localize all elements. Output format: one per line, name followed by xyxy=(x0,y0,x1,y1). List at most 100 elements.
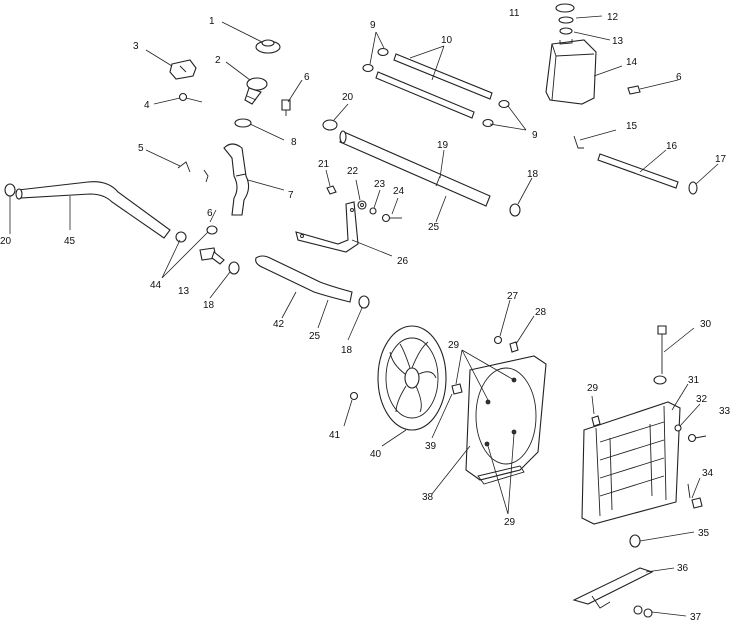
callout-20a: 20 xyxy=(342,92,354,103)
fitting-6-tank xyxy=(627,85,641,95)
callout-38: 38 xyxy=(422,492,434,503)
clamp-20-upper xyxy=(322,119,338,131)
fitting-15 xyxy=(573,135,584,149)
callout-15: 15 xyxy=(626,121,638,132)
callout-45: 45 xyxy=(64,236,76,247)
callout-2: 2 xyxy=(215,55,221,66)
callout-9a: 9 xyxy=(370,20,376,31)
washer-22 xyxy=(357,200,367,210)
callout-20b: 20 xyxy=(0,236,12,247)
callout-30: 30 xyxy=(700,319,712,330)
clamp-17 xyxy=(688,181,698,195)
callout-36: 36 xyxy=(677,563,689,574)
callout-14: 14 xyxy=(626,57,638,68)
callout-13a: 13 xyxy=(612,36,624,47)
callout-12: 12 xyxy=(607,12,619,23)
callout-22: 22 xyxy=(347,166,359,177)
fastener-29-radiator xyxy=(591,415,601,427)
callout-42: 42 xyxy=(273,319,285,330)
clamp-20-left xyxy=(4,183,16,197)
clamp-18-mid xyxy=(358,295,370,309)
callout-29b: 29 xyxy=(587,383,599,394)
callout-19: 19 xyxy=(437,140,449,151)
cooling-fan xyxy=(377,325,447,431)
radiator xyxy=(581,401,681,525)
callout-3: 3 xyxy=(133,41,139,52)
callout-28: 28 xyxy=(535,307,547,318)
callout-10: 10 xyxy=(441,35,453,46)
t-fitting-43 xyxy=(199,247,225,265)
callout-16: 16 xyxy=(666,141,678,152)
overflow-tube xyxy=(597,153,679,189)
callout-6a: 6 xyxy=(304,72,310,83)
callout-18c: 18 xyxy=(527,169,539,180)
callout-8: 8 xyxy=(291,137,297,148)
clamp-8 xyxy=(234,118,252,128)
coolant-reservoir xyxy=(545,39,597,105)
clamp-9-top xyxy=(362,47,389,73)
callout-27: 27 xyxy=(507,291,519,302)
washer-23 xyxy=(369,207,377,215)
bolt-33 xyxy=(687,433,707,443)
callout-25b: 25 xyxy=(309,331,321,342)
callout-32: 32 xyxy=(696,394,708,405)
nut-28 xyxy=(509,341,519,353)
callout-41: 41 xyxy=(329,430,341,441)
bolt-27 xyxy=(493,335,503,345)
callout-5: 5 xyxy=(138,143,144,154)
callout-29a: 29 xyxy=(448,340,460,351)
clamp-44 xyxy=(175,225,218,243)
fastener-39 xyxy=(451,383,463,395)
fittings-37 xyxy=(633,605,653,618)
callout-25a: 25 xyxy=(428,222,440,233)
filler-neck xyxy=(244,77,268,105)
callout-31: 31 xyxy=(688,375,700,386)
clamp-18-left xyxy=(228,261,240,275)
fasteners-34 xyxy=(687,483,703,509)
callout-40: 40 xyxy=(370,449,382,460)
lower-hose-45 xyxy=(15,181,171,239)
clip-5 xyxy=(177,161,191,173)
callout-23: 23 xyxy=(374,179,386,190)
callout-34: 34 xyxy=(702,468,714,479)
callout-37: 37 xyxy=(690,612,702,620)
radiator-guard xyxy=(572,567,654,609)
reservoir-cap xyxy=(555,3,575,35)
upper-radiator-hose xyxy=(339,130,491,207)
callout-labels: 1 2 3 4 5 6 6 6 7 8 9 9 10 11 12 13 13 1… xyxy=(0,8,731,620)
callout-18a: 18 xyxy=(203,300,215,311)
callout-6c: 6 xyxy=(676,72,682,83)
callout-24: 24 xyxy=(393,186,405,197)
lower-hose-42 xyxy=(255,255,353,303)
callout-13b: 13 xyxy=(178,286,190,297)
temp-sensor xyxy=(653,325,667,385)
callout-9b: 9 xyxy=(532,130,538,141)
leader-lines xyxy=(9,15,719,617)
bolt-41 xyxy=(349,391,359,401)
callout-35: 35 xyxy=(698,528,710,539)
fitting-6-upper xyxy=(281,99,291,116)
washer-32 xyxy=(674,424,682,432)
callout-4: 4 xyxy=(144,100,150,111)
bolt-24 xyxy=(381,213,402,223)
callout-11: 11 xyxy=(509,8,520,19)
mounting-bracket xyxy=(169,59,197,80)
radiator-cap xyxy=(255,39,281,54)
grommet-35 xyxy=(629,534,641,548)
bolt-4 xyxy=(178,92,203,103)
callout-1: 1 xyxy=(209,16,215,27)
callout-29c: 29 xyxy=(504,517,516,528)
callout-33: 33 xyxy=(719,406,731,417)
nut-21 xyxy=(326,185,337,195)
elbow-hose xyxy=(223,143,250,216)
callout-21: 21 xyxy=(318,159,330,170)
tube-pair-10 xyxy=(375,53,493,119)
clamp-9-right xyxy=(482,99,510,128)
fitting-6-mid xyxy=(203,169,209,183)
support-bracket-26 xyxy=(295,201,359,253)
callout-39: 39 xyxy=(425,441,437,452)
fan-shroud xyxy=(465,355,547,485)
clamp-18-right xyxy=(509,203,521,217)
callout-18b: 18 xyxy=(341,345,353,356)
